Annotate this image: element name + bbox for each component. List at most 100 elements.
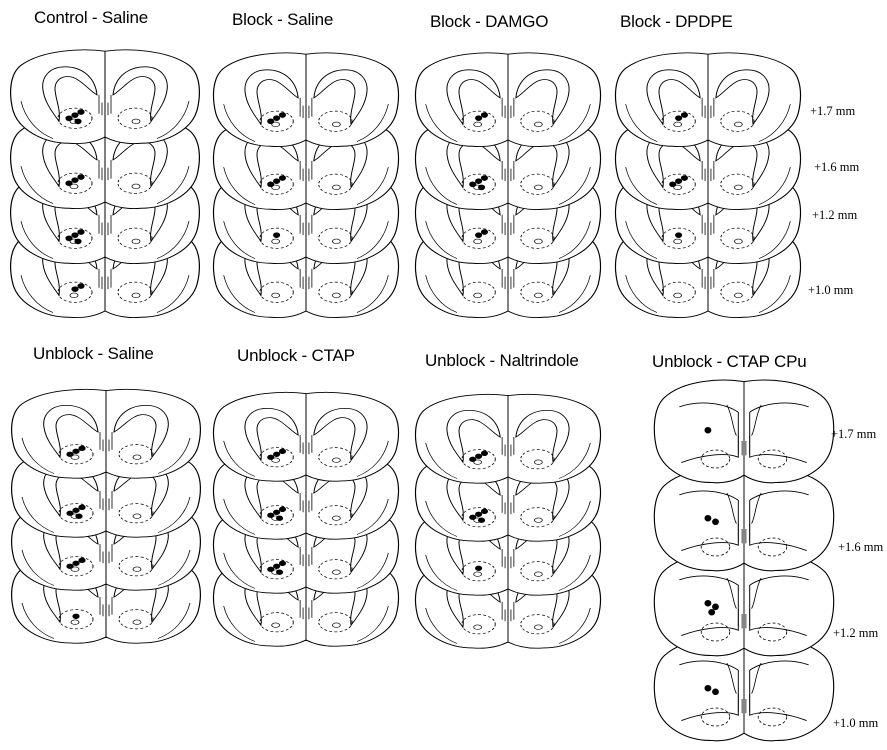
- injection-site-dot: [273, 232, 281, 238]
- section-block-dpdpe-3: [614, 169, 802, 265]
- injection-site-dot: [267, 181, 275, 188]
- injection-site-dot: [78, 445, 86, 451]
- section-unblock-ctap-cpu-1: [653, 379, 835, 484]
- section-unblock-ctap-3: [212, 503, 400, 594]
- section-unblock-ctap-cpu-3: [653, 552, 835, 657]
- injection-site-dot: [77, 109, 85, 115]
- level-label-cpu-2: +1.6 mm: [838, 540, 884, 554]
- injection-site-dot: [273, 115, 281, 121]
- panel-block-damgo: [414, 52, 602, 319]
- injection-site-dot: [478, 517, 486, 523]
- injection-site-dot: [475, 511, 483, 517]
- injection-site-dot: [278, 506, 287, 512]
- section-unblock-saline-4: [11, 553, 201, 644]
- panel-title-unblock-naltrindole: Unblock - Naltrindole: [425, 351, 579, 370]
- injection-site-dot: [77, 283, 85, 289]
- level-label-dpdpe-1: +1.7 mm: [810, 104, 856, 118]
- injection-site-dot: [704, 514, 712, 522]
- section-block-saline-2: [212, 115, 400, 211]
- injection-site-dot: [475, 178, 483, 184]
- panel-unblock-saline: [11, 388, 201, 644]
- injection-site-dot: [65, 235, 73, 242]
- injection-site-dot: [712, 518, 719, 526]
- injection-site-dot: [72, 613, 80, 619]
- level-label-cpu-1: +1.7 mm: [831, 427, 877, 441]
- section-unblock-saline-2: [11, 447, 201, 538]
- panel-title-unblock-ctap: Unblock - CTAP: [237, 346, 355, 365]
- injection-site-dot: [71, 177, 79, 183]
- injection-site-dot: [273, 178, 281, 184]
- injection-site-dot: [75, 513, 83, 519]
- panel-unblock-ctap-cpu: [653, 379, 835, 742]
- injection-site-dot: [680, 112, 689, 118]
- panel-title-block-damgo: Block - DAMGO: [430, 12, 549, 31]
- injection-site-dot: [273, 451, 281, 457]
- injection-site-dot: [704, 599, 712, 607]
- injection-site-dot: [675, 232, 683, 238]
- section-block-dpdpe-1: [614, 52, 802, 148]
- panel-control-saline: [10, 49, 200, 319]
- section-block-damgo-3: [414, 169, 602, 265]
- level-label-dpdpe-2: +1.6 mm: [814, 160, 860, 174]
- injection-site-dot: [66, 510, 74, 516]
- section-unblock-ctap-cpu-4: [653, 637, 835, 742]
- panel-block-saline: [212, 52, 400, 319]
- panel-title-block-saline: Block - Saline: [232, 10, 334, 29]
- section-block-damgo-1: [414, 52, 602, 148]
- injection-site-dot: [267, 566, 275, 572]
- injection-site-dot: [273, 509, 281, 515]
- injection-site-dot: [72, 448, 80, 454]
- injection-site-dot: [712, 603, 719, 611]
- injection-site-dot: [273, 563, 281, 569]
- level-label-dpdpe-3: +1.2 mm: [812, 208, 858, 222]
- injection-site-dot: [71, 232, 79, 238]
- injection-site-dot: [469, 456, 477, 462]
- injection-site-dot: [66, 563, 74, 569]
- injection-site-dot: [74, 238, 82, 245]
- injection-site-dot: [267, 454, 275, 460]
- injection-site-dot: [704, 684, 712, 692]
- injection-site-dot: [469, 181, 477, 188]
- injection-site-dot: [480, 450, 489, 456]
- section-unblock-ctap-2: [212, 449, 400, 540]
- injection-site-dot: [708, 608, 716, 616]
- level-label-cpu-4: +1.0 mm: [833, 716, 879, 730]
- injection-site-dot: [680, 175, 689, 181]
- injection-site-dot: [278, 560, 287, 566]
- injection-site-dot: [712, 688, 719, 696]
- injection-site-dot: [267, 512, 275, 518]
- injection-site-dot: [74, 118, 82, 125]
- section-unblock-naltrindole-3: [414, 505, 602, 596]
- panel-title-unblock-saline: Unblock - Saline: [33, 344, 154, 363]
- injection-site-dot: [469, 514, 477, 520]
- injection-site-dot: [78, 504, 86, 510]
- injection-site-dot: [480, 229, 489, 235]
- panel-block-dpdpe: [614, 52, 802, 319]
- injection-site-dot: [480, 112, 489, 118]
- injection-site-dot: [77, 174, 85, 180]
- injection-site-dot: [704, 426, 712, 434]
- injection-site-dot: [71, 286, 79, 292]
- section-control-saline-4: [10, 223, 200, 319]
- injection-site-dot: [278, 175, 287, 181]
- injection-site-dot: [675, 115, 683, 121]
- injection-site-dot: [480, 508, 489, 514]
- section-block-saline-1: [212, 52, 400, 148]
- section-block-damgo-2: [414, 115, 602, 211]
- section-block-dpdpe-2: [614, 115, 802, 211]
- section-unblock-naltrindole-1: [414, 393, 602, 484]
- injection-site-dot: [475, 453, 483, 459]
- level-label-dpdpe-4: +1.0 mm: [808, 283, 854, 297]
- injection-site-dot: [475, 232, 483, 238]
- injection-site-dot: [675, 178, 683, 184]
- injection-site-dot: [475, 115, 483, 121]
- section-unblock-ctap-1: [212, 391, 400, 482]
- injection-site-dot: [78, 557, 86, 563]
- injection-site-dot: [480, 175, 489, 181]
- injection-site-dot: [276, 515, 284, 521]
- section-control-saline-1: [10, 49, 200, 145]
- injection-site-dot: [77, 229, 85, 235]
- injection-site-dot: [278, 448, 287, 454]
- injection-site-dot: [278, 112, 287, 118]
